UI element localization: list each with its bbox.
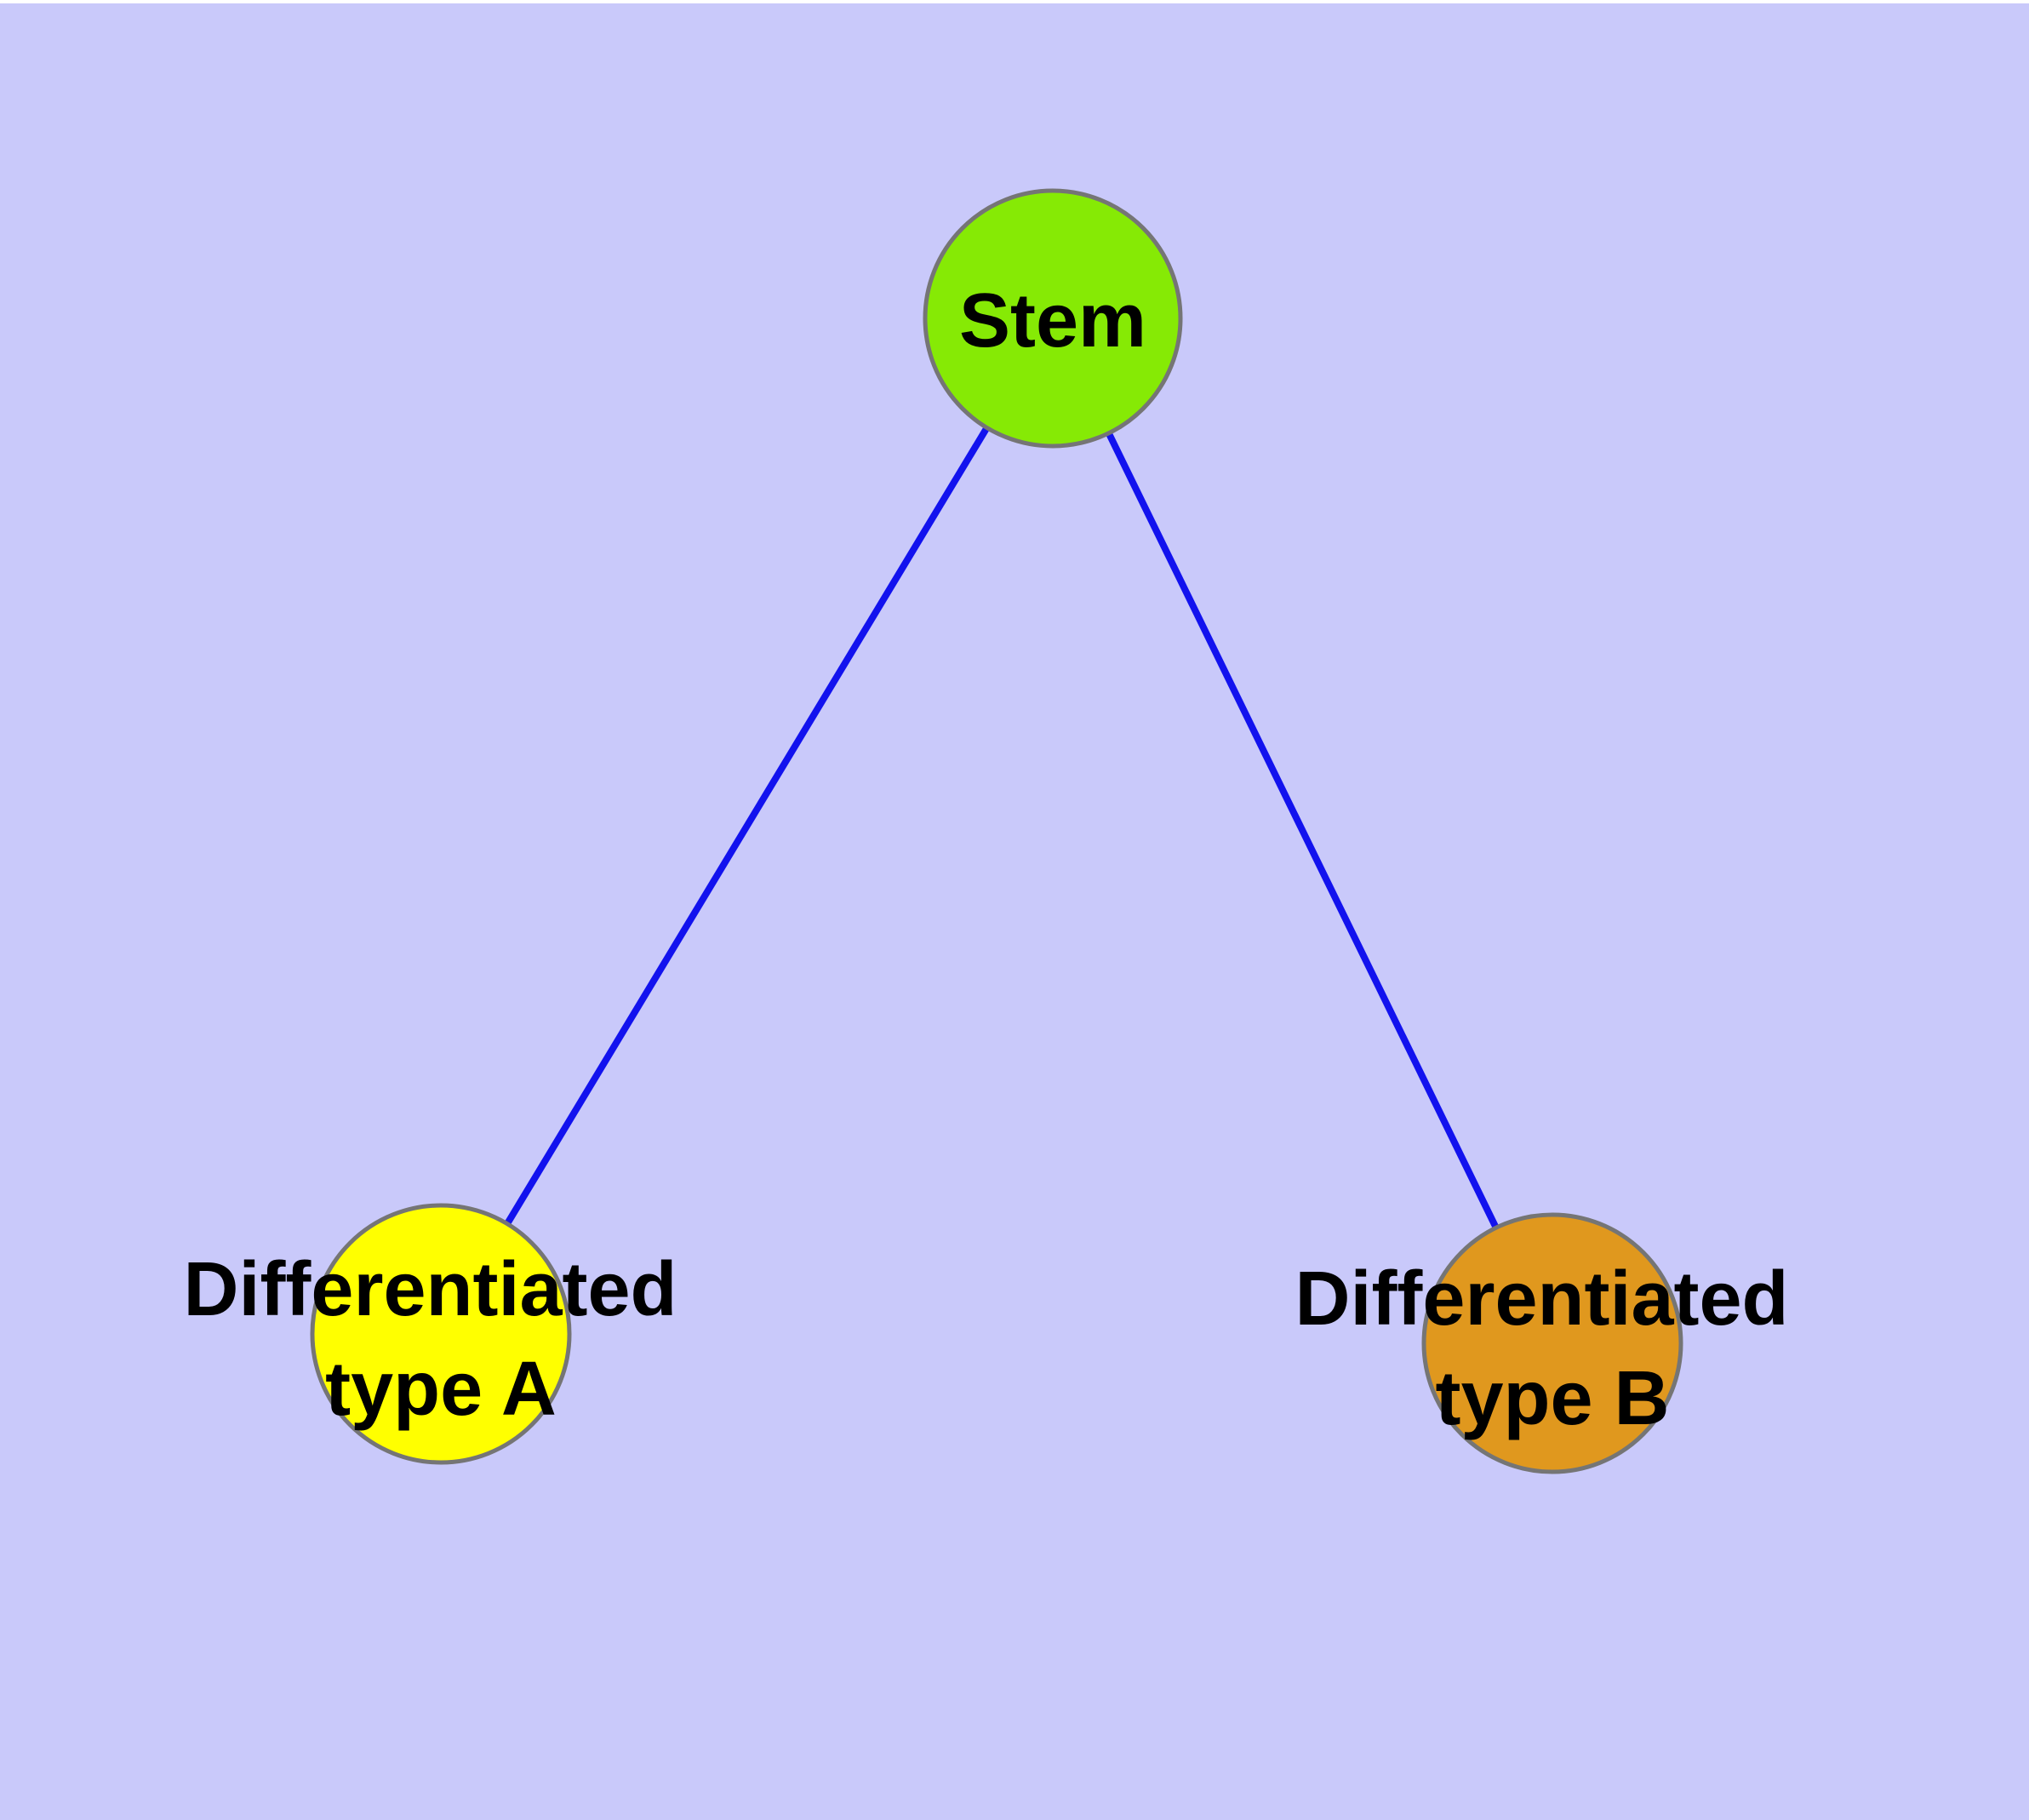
top-edge-strip xyxy=(0,0,2029,3)
node-type-b-circle xyxy=(1421,1212,1683,1474)
node-type-a-label-line2: type A xyxy=(325,1347,557,1432)
edge-stem-to-type-a xyxy=(437,316,1056,1336)
node-stem-circle xyxy=(923,188,1183,449)
node-type-a-circle xyxy=(310,1203,572,1465)
node-stem-label: Stem xyxy=(959,278,1146,363)
node-type-b-label: Differentiated type B xyxy=(1295,1256,1809,1441)
node-type-b-label-line1: Differentiated xyxy=(1295,1256,1788,1342)
edge-stem-to-type-b xyxy=(1049,317,1556,1345)
node-type-a-label: Differentiated type A xyxy=(183,1247,698,1432)
node-type-a-label-line1: Differentiated xyxy=(183,1247,677,1332)
node-type-b-label-line2: type B xyxy=(1435,1356,1669,1441)
